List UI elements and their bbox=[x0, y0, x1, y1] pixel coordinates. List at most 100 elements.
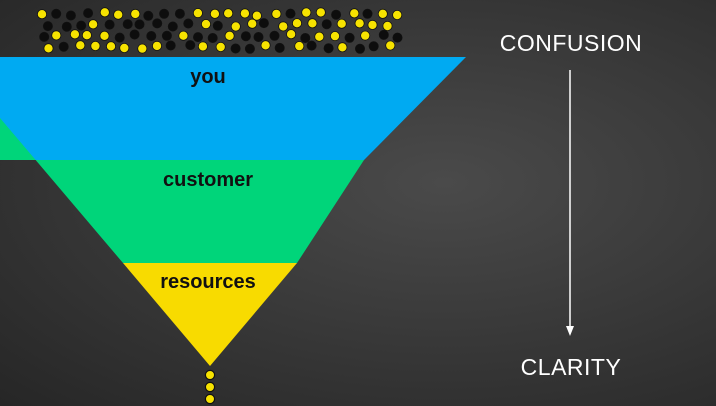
scattered-dot bbox=[224, 30, 235, 41]
scattered-dot bbox=[197, 41, 208, 52]
scattered-dot bbox=[323, 43, 334, 54]
scattered-dot bbox=[349, 8, 360, 19]
scattered-dot bbox=[314, 31, 325, 42]
scattered-dot bbox=[215, 42, 226, 53]
layer-label-resources: resources bbox=[160, 271, 256, 293]
arrow-head bbox=[566, 326, 574, 336]
scattered-dot bbox=[104, 19, 115, 30]
scattered-dot bbox=[239, 8, 250, 19]
funnel-layer-customer bbox=[0, 118, 364, 263]
scattered-dot bbox=[258, 18, 269, 29]
scattered-dot bbox=[212, 20, 223, 31]
scattered-dot bbox=[83, 8, 94, 19]
scattered-dot bbox=[247, 18, 258, 29]
scattered-dot bbox=[392, 9, 403, 20]
scattered-dot bbox=[367, 19, 378, 30]
scattered-dot bbox=[329, 31, 340, 42]
scattered-dot bbox=[167, 21, 178, 32]
scattered-dot bbox=[300, 33, 311, 44]
scattered-dot bbox=[69, 29, 80, 40]
scattered-dot bbox=[113, 9, 124, 20]
scattered-dot bbox=[200, 19, 211, 30]
scattered-dot bbox=[253, 32, 264, 43]
scattered-dot bbox=[378, 29, 389, 40]
output-dot bbox=[204, 369, 216, 381]
scattered-dot bbox=[165, 40, 176, 51]
scattered-dot bbox=[294, 41, 305, 52]
scattered-dot bbox=[209, 8, 220, 19]
scattered-dot bbox=[321, 19, 332, 30]
scattered-dot bbox=[152, 18, 163, 29]
scattered-dot bbox=[385, 40, 396, 51]
scattered-dot bbox=[274, 42, 285, 53]
scattered-dot bbox=[354, 18, 365, 29]
scattered-dot bbox=[81, 30, 92, 41]
scattered-dot bbox=[119, 43, 130, 54]
scattered-dot bbox=[192, 32, 203, 43]
scattered-dot bbox=[306, 40, 317, 51]
scattered-dot bbox=[114, 32, 125, 43]
scattered-dot bbox=[337, 42, 348, 53]
scattered-dot bbox=[291, 18, 302, 29]
scattered-dot bbox=[37, 9, 48, 20]
scattered-dot bbox=[183, 18, 194, 29]
scattered-dot bbox=[251, 10, 262, 21]
scattered-dot bbox=[271, 8, 282, 19]
scattered-dot bbox=[230, 21, 241, 32]
scattered-dot bbox=[344, 32, 355, 43]
layer-label-customer: customer bbox=[162, 169, 254, 191]
scattered-dot bbox=[129, 29, 140, 40]
scattered-dot bbox=[99, 7, 110, 18]
scattered-dot bbox=[240, 31, 251, 42]
funnel-layer-you bbox=[0, 57, 466, 160]
scattered-dot bbox=[43, 43, 54, 54]
scattered-dot bbox=[51, 30, 62, 41]
confusion-label: CONFUSION bbox=[499, 30, 643, 56]
scattered-dot bbox=[88, 19, 99, 30]
scattered-dot bbox=[392, 32, 403, 43]
scattered-dot bbox=[90, 41, 101, 52]
scattered-dot bbox=[285, 8, 296, 19]
scattered-dot bbox=[377, 8, 388, 19]
scattered-dot bbox=[354, 43, 365, 54]
clarity-label: CLARITY bbox=[520, 354, 622, 380]
scattered-dot bbox=[362, 8, 373, 19]
scattered-dot bbox=[230, 43, 241, 54]
scattered-dot bbox=[301, 7, 312, 18]
scattered-dot bbox=[360, 30, 371, 41]
output-dot bbox=[204, 393, 216, 405]
scattered-dot bbox=[286, 29, 297, 40]
scattered-dot bbox=[368, 41, 379, 52]
scattered-dot bbox=[331, 9, 342, 20]
scattered-dot bbox=[307, 18, 318, 29]
funnel-layer-resources bbox=[123, 263, 297, 366]
layer-label-you: you bbox=[190, 66, 226, 88]
output-dots bbox=[204, 369, 216, 405]
scattered-dot bbox=[269, 30, 280, 41]
scattered-dot bbox=[61, 21, 72, 32]
scattered-dot bbox=[336, 18, 347, 29]
scattered-dot bbox=[122, 19, 133, 30]
scattered-dot bbox=[137, 43, 148, 54]
scattered-dot bbox=[151, 40, 162, 51]
scattered-dot bbox=[75, 40, 86, 51]
scattered-dot bbox=[58, 41, 69, 52]
output-dot bbox=[204, 381, 216, 393]
scattered-dot bbox=[244, 43, 255, 54]
scattered-dot bbox=[143, 10, 154, 21]
scattered-dot bbox=[260, 40, 271, 51]
scattered-dot bbox=[382, 20, 393, 31]
scattered-dot bbox=[178, 30, 189, 41]
scattered-dot bbox=[134, 19, 145, 30]
scattered-dot bbox=[65, 10, 76, 21]
scattered-dot bbox=[161, 30, 172, 41]
scattered-dot bbox=[315, 7, 326, 18]
scattered-dot bbox=[106, 41, 117, 52]
scattered-dot bbox=[39, 31, 50, 42]
scattered-dot bbox=[146, 30, 157, 41]
scattered-dots bbox=[37, 7, 403, 54]
scattered-dot bbox=[185, 40, 196, 51]
scattered-dot bbox=[223, 8, 234, 19]
scattered-dot bbox=[99, 30, 110, 41]
